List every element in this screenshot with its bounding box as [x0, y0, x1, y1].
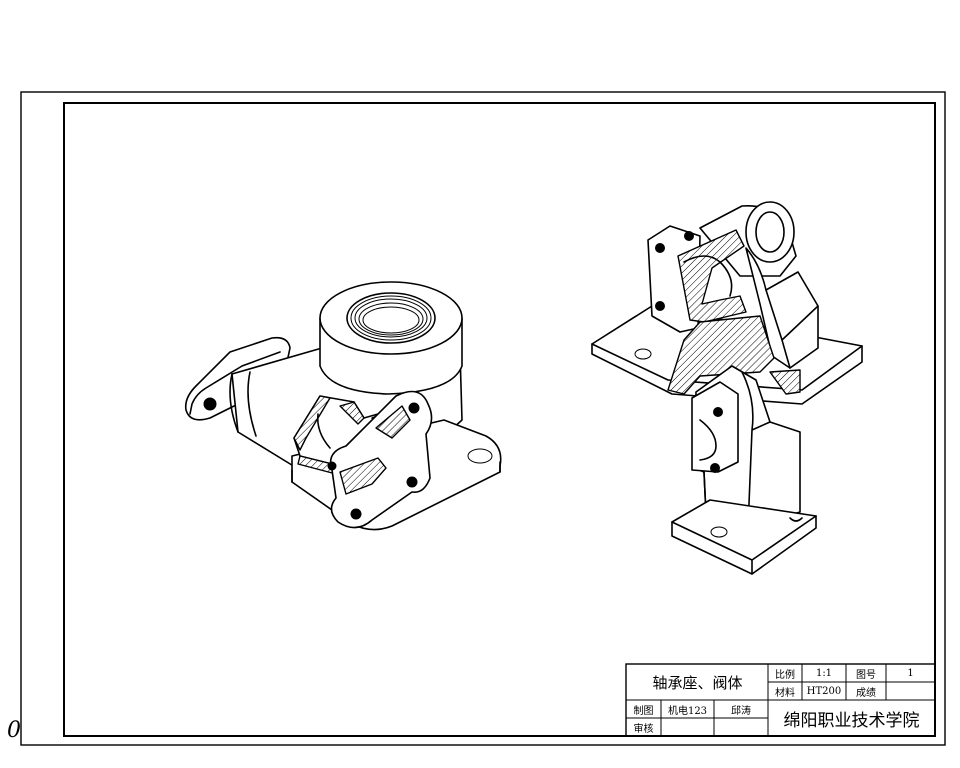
scale-value: 1:1: [815, 667, 833, 679]
inner-frame: [63, 102, 936, 737]
bearing-lower-base: [671, 499, 817, 575]
bearing-lower-hole: [710, 463, 720, 473]
drafter-name: 邱涛: [731, 705, 751, 717]
part-name: 轴承座、阀体: [652, 674, 743, 692]
checked-label: 审核: [633, 723, 654, 735]
bearing-upper-housing: [745, 247, 819, 369]
bearing-flange-hole: [655, 301, 665, 311]
title-block: [625, 663, 936, 737]
valve-flange-hole: [203, 397, 217, 411]
valve-base-hole: [467, 448, 493, 464]
bearing-lower-flange: [691, 381, 739, 473]
bearing-base-hole: [634, 348, 652, 360]
scale-label: 比例: [775, 669, 795, 681]
material-value: HT200: [806, 685, 842, 697]
institution-name: 绵阳职业技术学院: [783, 710, 920, 731]
valve-front-flange: [329, 390, 433, 529]
material-label: 材料: [775, 687, 795, 699]
drawing-no-value: 1: [907, 667, 914, 679]
valve-flange-bolt-hole: [406, 476, 418, 488]
corner-mark: 0: [7, 718, 21, 743]
drawing-no-label: 图号: [856, 669, 876, 681]
drawn-label: 制图: [633, 705, 654, 717]
valve-flange-bolt-hole: [350, 508, 362, 520]
outer-border: [20, 91, 946, 746]
bearing-lower-hole: [713, 407, 723, 417]
valve-body-drawing: [184, 281, 502, 531]
bearing-flange-hole: [684, 231, 694, 241]
valve-flange-bolt-hole: [408, 402, 420, 414]
bearing-upper-section: [677, 229, 747, 323]
valve-flange-bolt-hole: [327, 461, 337, 471]
bearing-seat-drawing: [591, 201, 863, 575]
bearing-lower-base-hole: [710, 526, 728, 538]
class-name: 机电123: [667, 705, 708, 717]
bearing-flange-hole: [655, 243, 665, 253]
grade-value: [886, 682, 935, 700]
grade-label: 成绩: [856, 687, 876, 699]
